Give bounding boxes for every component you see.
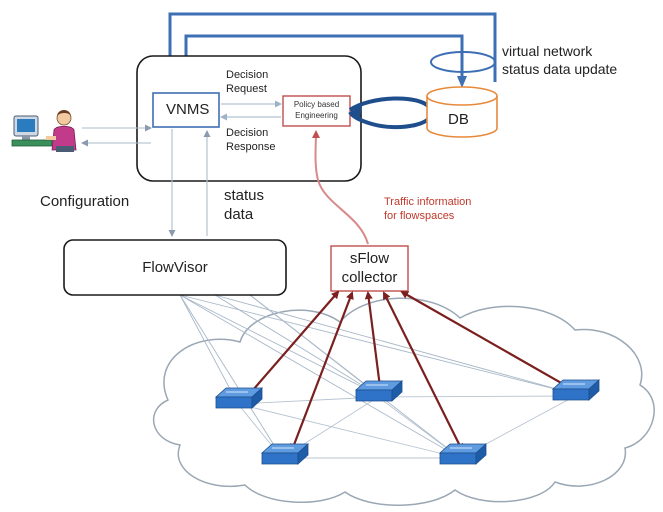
policy-engine-line-2: Engineering	[295, 111, 338, 120]
status-data-label: status data	[224, 186, 264, 224]
status-data-line-1: status	[224, 187, 265, 204]
decision-response-line-1: Decision	[226, 127, 269, 139]
sflow-collector-line-1: sFlow	[349, 250, 390, 267]
network-switch-icon	[438, 443, 488, 465]
decision-response-label: Decision Response	[226, 126, 276, 154]
configuration-label: Configuration	[40, 193, 130, 210]
sflow-collector-box	[330, 245, 409, 292]
flowvisor-label: FlowVisor	[142, 259, 208, 276]
db-update-line-2: status data update	[502, 61, 618, 77]
network-switch-icon	[260, 443, 310, 465]
network-switch-icon	[551, 379, 601, 401]
policy-engine-line-1: Policy based	[293, 100, 340, 109]
decision-request-label: Decision Request	[226, 68, 268, 96]
update-cycle-ring	[430, 51, 496, 73]
status-data-line-2: data	[224, 206, 254, 223]
db-update-label: virtual network status data update	[502, 42, 617, 78]
traffic-info-line-2: for flowspaces	[384, 210, 455, 222]
vnms-box	[152, 92, 220, 128]
policy-db-loop-arrowhead	[350, 105, 362, 119]
network-switch-icon	[214, 387, 264, 409]
network-switch-icon	[354, 380, 404, 402]
db-inbound-arrowhead	[457, 76, 467, 88]
decision-request-line-1: Decision	[226, 69, 269, 81]
traffic-info-line-1: Traffic information	[384, 196, 472, 208]
decision-response-line-2: Response	[226, 141, 276, 153]
policy-engine-label: Policy based Engineering	[283, 99, 350, 121]
sflow-links	[244, 290, 572, 452]
flowvisor-box	[63, 239, 287, 296]
sflow-collector-label: sFlow collector	[331, 249, 408, 287]
vnms-label: VNMS	[166, 101, 210, 118]
decision-request-line-2: Request	[226, 83, 267, 95]
traffic-info-label: Traffic information for flowspaces	[384, 195, 471, 223]
policy-engine-box	[282, 95, 351, 127]
policy-db-loop	[348, 96, 434, 130]
db-update-line-1: virtual network	[502, 43, 593, 59]
operator-workstation-icon	[11, 110, 77, 152]
db-cylinder	[426, 86, 498, 138]
traffic-info-arrow	[311, 130, 369, 245]
sflow-collector-line-2: collector	[341, 269, 398, 286]
db-label: DB	[448, 111, 469, 128]
